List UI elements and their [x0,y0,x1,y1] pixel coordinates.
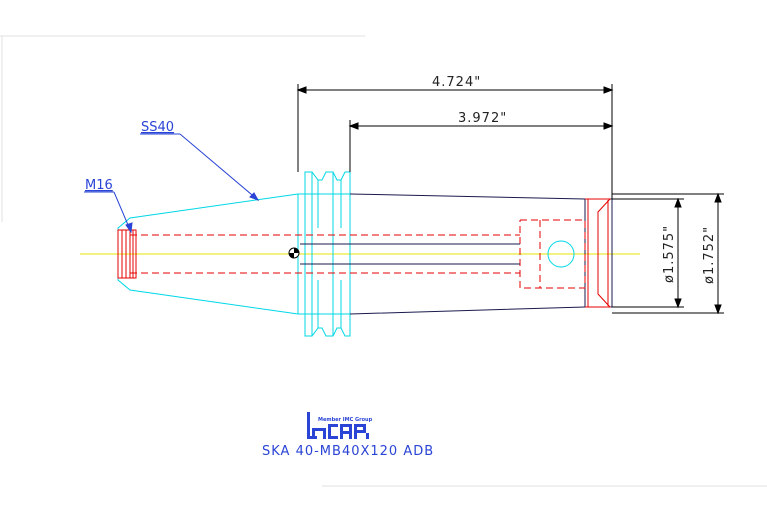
gauge-point-marker [288,247,300,259]
dimension-bore-diameter [612,197,684,309]
dim-overall-length-text: 4.724" [432,75,481,90]
logo-mark [307,412,369,439]
dim-outer-diameter-text: ø1.752" [702,226,717,284]
part-number: SKA 40-MB40X120 ADB [262,444,435,459]
callout-taper-leader [140,133,260,201]
cross-hole [547,240,575,268]
dim-bore-diameter-text: ø1.575" [662,225,677,283]
sheet-border [0,35,767,487]
iscar-logo: Member IMC Group [307,412,373,439]
dimension-body-length [348,120,614,172]
callout-taper-label: SS40 [141,120,174,135]
callout-thread-leader [84,191,133,234]
dimension-overall-length [296,84,614,199]
dimension-outer-diameter [612,192,724,315]
front-chamfer [585,198,612,308]
flange [298,171,351,337]
hidden-bore [130,219,586,289]
dim-body-length-text: 3.972" [458,111,507,126]
callout-thread-label: M16 [85,178,113,193]
thread-m16 [117,229,137,279]
logo-member-text: Member IMC Group [318,417,373,423]
body [349,193,613,315]
bore-lines [300,243,520,265]
